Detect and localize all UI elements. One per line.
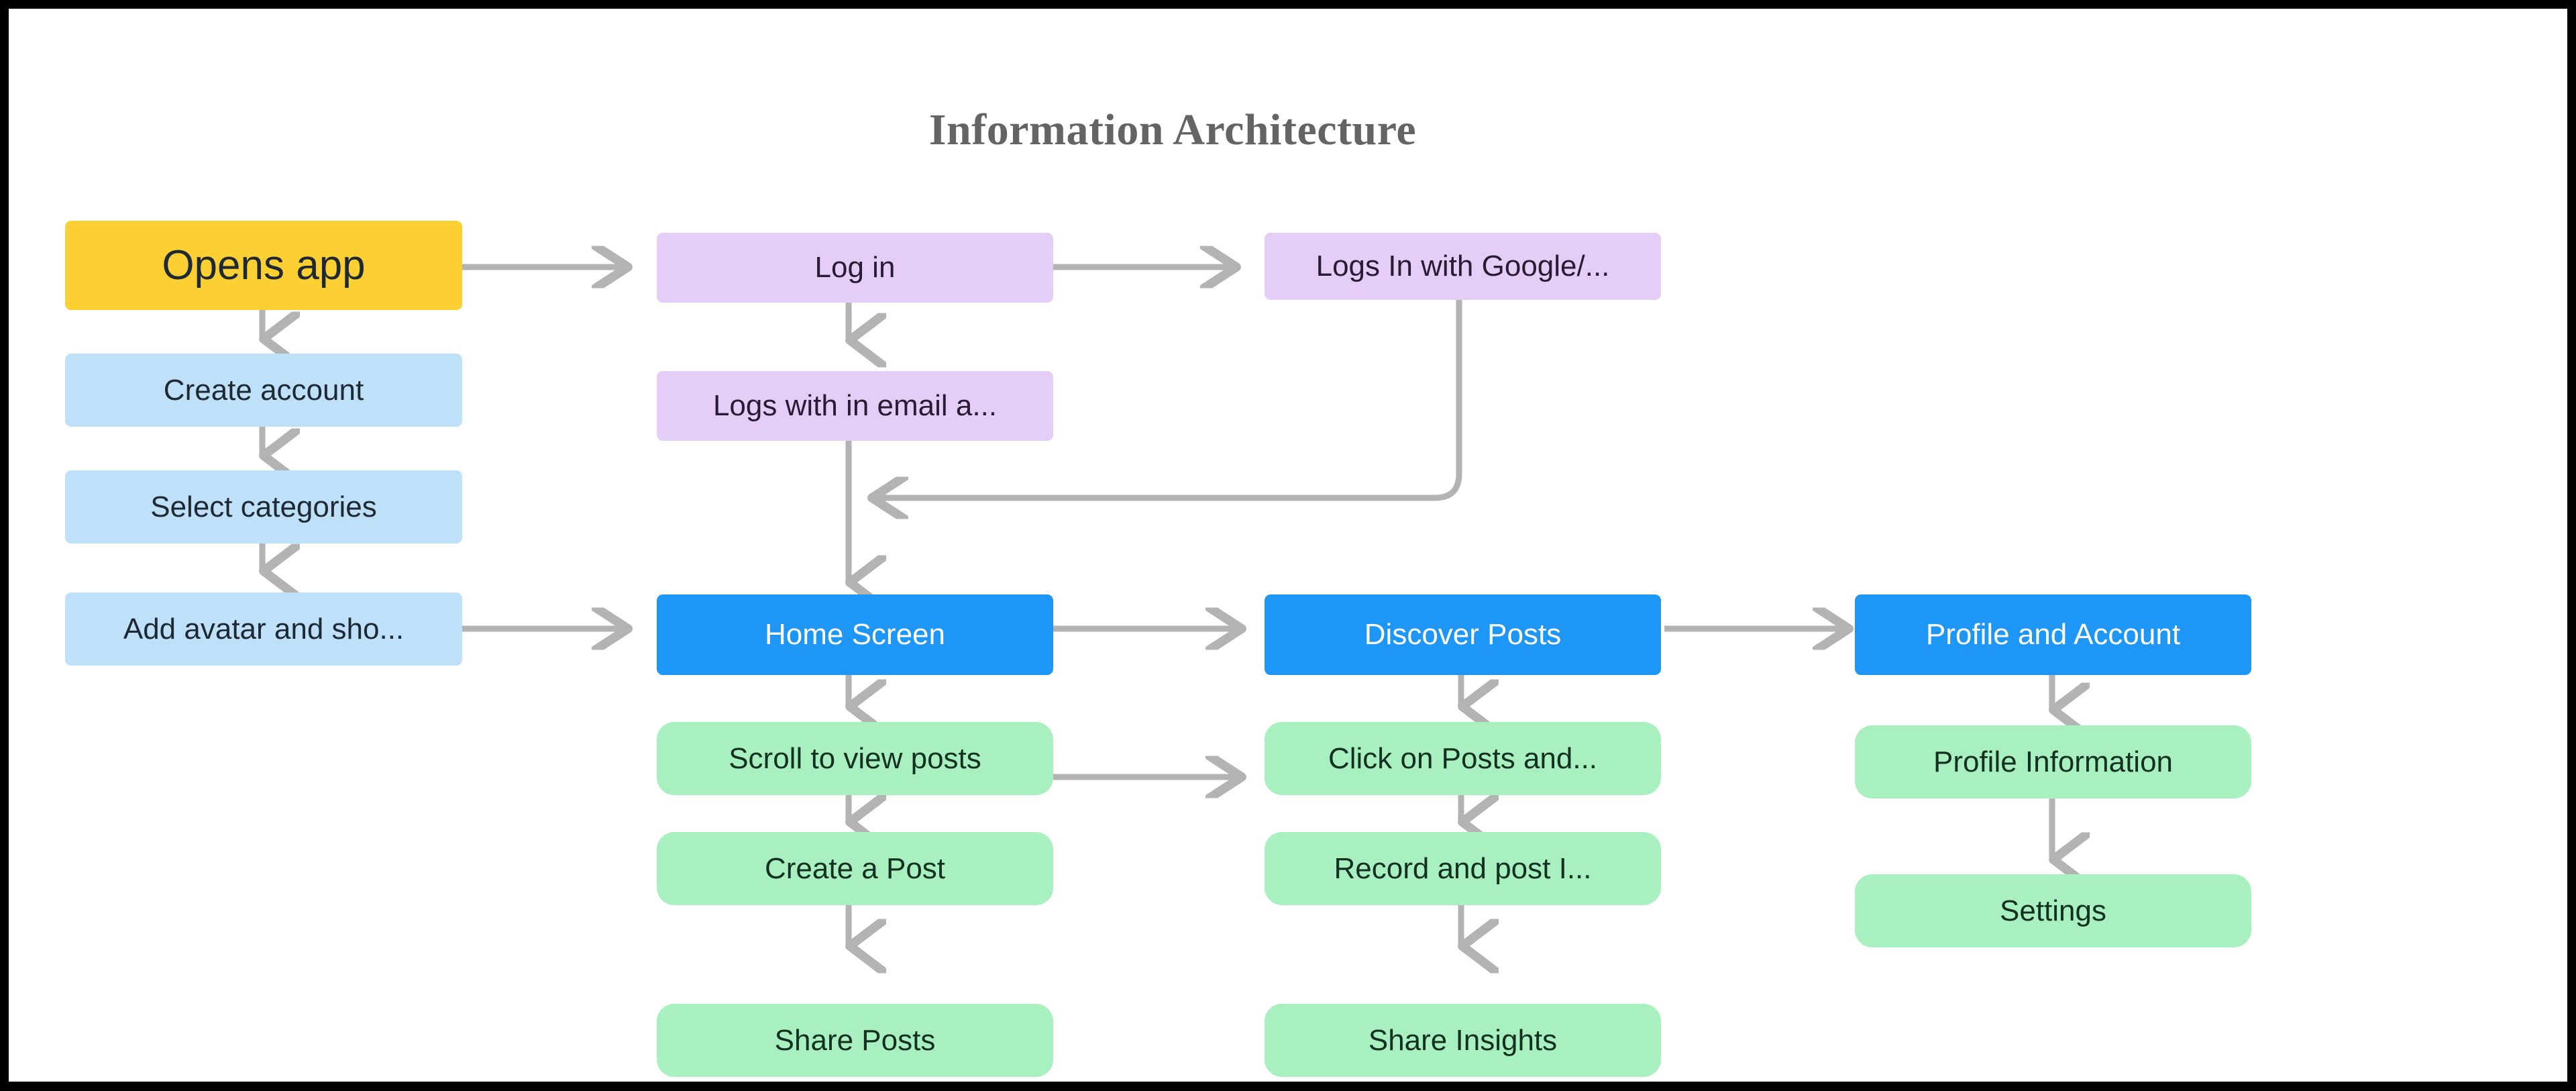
node-record-and-post[interactable]: Record and post I... [1265, 832, 1661, 905]
node-opens-app[interactable]: Opens app [65, 221, 462, 310]
node-select-categories[interactable]: Select categories [65, 470, 462, 543]
node-share-insights[interactable]: Share Insights [1265, 1004, 1661, 1077]
node-label: Log in [814, 251, 896, 284]
node-settings[interactable]: Settings [1855, 874, 2251, 947]
node-home-screen[interactable]: Home Screen [657, 594, 1053, 675]
node-add-avatar-and-short-bio[interactable]: Add avatar and sho... [65, 592, 462, 666]
node-create-a-post[interactable]: Create a Post [657, 832, 1053, 905]
node-label: Add avatar and sho... [123, 612, 405, 645]
node-label: Share Insights [1368, 1023, 1558, 1057]
node-logs-in-with-google[interactable]: Logs In with Google/... [1265, 233, 1661, 300]
node-label: Profile and Account [1925, 618, 2181, 651]
node-discover-posts[interactable]: Discover Posts [1265, 594, 1661, 675]
node-create-account[interactable]: Create account [65, 354, 462, 427]
node-profile-and-account[interactable]: Profile and Account [1855, 594, 2251, 675]
node-profile-information[interactable]: Profile Information [1855, 725, 2251, 798]
node-label: Share Posts [774, 1023, 936, 1057]
node-logs-in-with-email[interactable]: Logs with in email a... [657, 371, 1053, 441]
node-scroll-to-view-posts[interactable]: Scroll to view posts [657, 722, 1053, 795]
node-label: Opens app [162, 242, 366, 289]
node-label: Logs with in email a... [712, 389, 998, 422]
node-label: Profile Information [1933, 745, 2174, 778]
node-label: Settings [2000, 894, 2106, 927]
node-label: Create a Post [764, 851, 946, 885]
node-click-on-posts[interactable]: Click on Posts and... [1265, 722, 1661, 795]
node-label: Scroll to view posts [729, 741, 981, 775]
node-label: Create account [163, 373, 364, 407]
node-label: Select categories [150, 490, 377, 523]
diagram-canvas[interactable]: Information Architecture [9, 9, 2569, 1084]
node-log-in[interactable]: Log in [657, 233, 1053, 303]
node-label: Logs In with Google/... [1316, 250, 1610, 282]
node-label: Discover Posts [1364, 618, 1562, 651]
page-title: Information Architecture [928, 105, 1417, 154]
node-share-posts[interactable]: Share Posts [657, 1004, 1053, 1077]
node-label: Click on Posts and... [1328, 741, 1598, 775]
node-label: Record and post I... [1334, 851, 1592, 885]
node-label: Home Screen [764, 618, 945, 651]
